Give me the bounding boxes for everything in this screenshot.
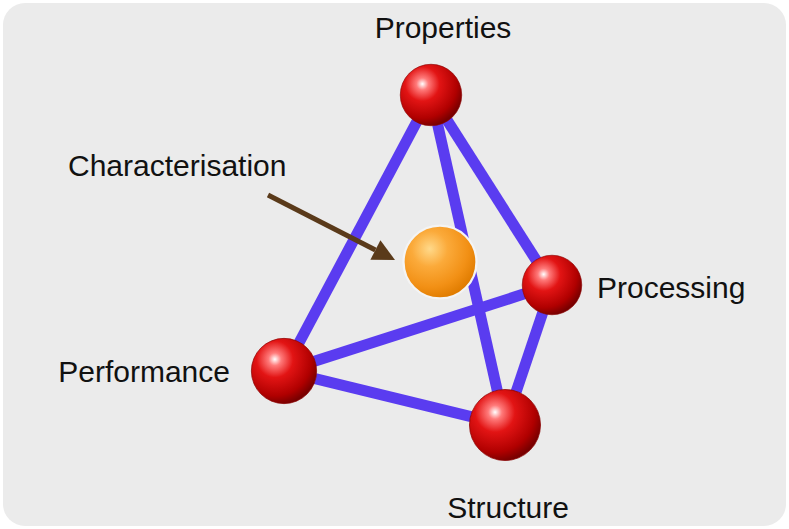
vertex-label: Structure [447, 493, 569, 523]
red-sphere [468, 388, 542, 462]
vertex-label: Characterisation [68, 151, 286, 181]
vertex-label: Processing [597, 273, 745, 303]
sphere-shape [404, 226, 477, 299]
tetrahedron-edge [299, 121, 417, 342]
vertex-label: Properties [375, 13, 512, 43]
sphere-shape [522, 255, 582, 315]
vertex-sphere-node: Performance [250, 337, 318, 405]
edge-line [315, 379, 471, 417]
sphere-shape [400, 64, 461, 125]
edge-line [314, 294, 524, 361]
tetrahedron-edge [315, 379, 471, 417]
center-sphere-node: Characterisation [402, 224, 478, 300]
vertex-sphere-node: Structure [468, 388, 542, 462]
red-sphere [399, 63, 463, 127]
tetrahedron-edge [516, 312, 543, 391]
vertex-sphere-node: Processing [521, 254, 583, 316]
vertex-label: Performance [58, 357, 230, 387]
red-sphere [521, 254, 583, 316]
edge-line [299, 121, 417, 342]
sphere-shape [469, 389, 540, 460]
edge-line [516, 312, 543, 391]
sphere-shape [251, 338, 316, 403]
vertex-sphere-node: Properties [399, 63, 463, 127]
tetrahedron-edge [314, 294, 524, 361]
background-panel [3, 3, 786, 526]
leader-arrow-head [370, 240, 395, 260]
orange-sphere [402, 224, 478, 300]
leader-arrow-line [268, 195, 375, 250]
red-sphere [250, 337, 318, 405]
